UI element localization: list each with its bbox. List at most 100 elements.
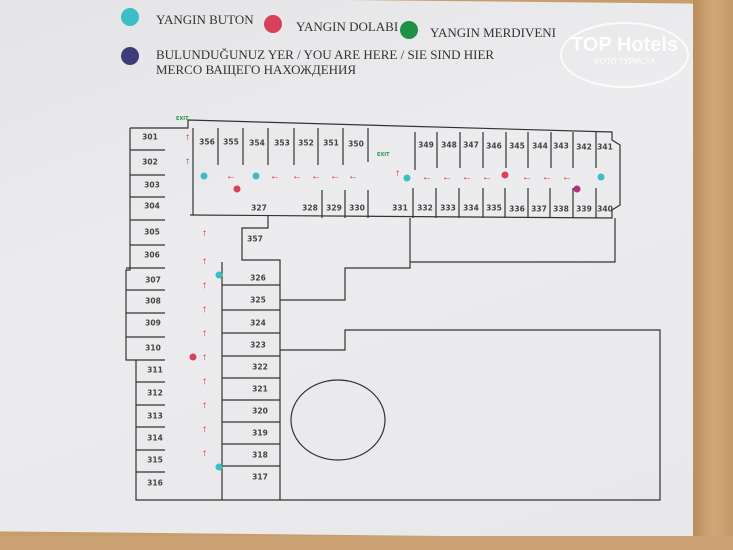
room-label-324: 324 xyxy=(250,318,266,328)
room-label-321: 321 xyxy=(252,384,268,394)
room-label-354: 354 xyxy=(249,138,265,148)
fire-cabinet-marker xyxy=(189,353,197,361)
fire-button-marker xyxy=(215,271,223,279)
evacuation-arrow: ← xyxy=(422,172,432,183)
fire-button-marker xyxy=(200,172,208,180)
room-label-317: 317 xyxy=(252,472,268,482)
evacuation-arrow: ← xyxy=(226,171,236,182)
fire-button-marker xyxy=(597,173,605,181)
room-label-326: 326 xyxy=(250,273,266,283)
fire-cabinet-marker xyxy=(233,185,241,193)
evacuation-arrow: ← xyxy=(462,172,472,183)
room-label-340: 340 xyxy=(597,204,613,214)
room-label-312: 312 xyxy=(147,388,163,398)
evacuation-arrow: ← xyxy=(562,172,572,183)
room-label-337: 337 xyxy=(531,204,547,214)
evacuation-arrow: ↑ xyxy=(185,132,190,143)
evacuation-arrow: ↑ xyxy=(202,304,207,315)
room-label-310: 310 xyxy=(145,343,161,353)
room-label-311: 311 xyxy=(147,365,163,375)
room-label-338: 338 xyxy=(553,204,569,214)
evacuation-arrow: ← xyxy=(348,171,358,182)
evacuation-arrow: ↑ xyxy=(202,376,207,387)
room-label-352: 352 xyxy=(298,138,314,148)
room-label-316: 316 xyxy=(147,478,163,488)
evacuation-arrow: ← xyxy=(270,171,280,182)
room-label-357: 357 xyxy=(247,234,263,244)
room-label-339: 339 xyxy=(576,204,592,214)
room-label-330: 330 xyxy=(349,203,365,213)
room-label-322: 322 xyxy=(252,362,268,372)
room-label-325: 325 xyxy=(250,295,266,305)
exit-sign-corridor: EXIT xyxy=(377,152,390,158)
room-label-349: 349 xyxy=(418,140,434,150)
evacuation-arrow: ↑ xyxy=(202,256,207,267)
room-label-347: 347 xyxy=(463,140,479,150)
room-label-344: 344 xyxy=(532,141,548,151)
room-label-323: 323 xyxy=(250,340,266,350)
room-label-309: 309 xyxy=(145,318,161,328)
evacuation-arrow: ← xyxy=(292,171,302,182)
evacuation-arrow: ↑ xyxy=(202,352,207,363)
evacuation-arrow: ↑ xyxy=(185,156,190,167)
room-label-355: 355 xyxy=(223,137,239,147)
evacuation-arrow: ↑ xyxy=(202,280,207,291)
room-label-331: 331 xyxy=(392,203,408,213)
room-label-332: 332 xyxy=(417,203,433,213)
room-label-315: 315 xyxy=(147,455,163,465)
evacuation-arrow: ← xyxy=(330,171,340,182)
evacuation-arrow: ↑ xyxy=(202,400,207,411)
fire-button-marker xyxy=(403,174,411,182)
exit-sign-top-left: EXIT xyxy=(176,116,189,122)
fire-button-marker xyxy=(215,463,223,471)
room-label-305: 305 xyxy=(144,227,160,237)
evacuation-arrow: ↑ xyxy=(395,168,400,179)
room-label-346: 346 xyxy=(486,141,502,151)
room-label-308: 308 xyxy=(145,296,161,306)
evacuation-arrow: ← xyxy=(311,171,321,182)
wooden-door-frame xyxy=(693,0,733,550)
room-label-353: 353 xyxy=(274,138,290,148)
legend-you-are-here-1: BULUNDUĞUNUZ YER / YOU ARE HERE / SIE SI… xyxy=(156,47,495,62)
evacuation-arrow: ← xyxy=(522,172,532,183)
evacuation-arrow: ← xyxy=(442,172,452,183)
fire-cabinet-marker xyxy=(501,171,509,179)
room-label-306: 306 xyxy=(144,250,160,260)
room-label-327: 327 xyxy=(251,203,267,213)
room-label-348: 348 xyxy=(441,140,457,150)
room-label-329: 329 xyxy=(326,203,342,213)
room-label-334: 334 xyxy=(463,203,479,213)
room-label-313: 313 xyxy=(147,411,163,421)
you-are-here-dot xyxy=(121,47,139,65)
room-label-350: 350 xyxy=(348,139,364,149)
room-label-333: 333 xyxy=(440,203,456,213)
room-label-302: 302 xyxy=(142,157,158,167)
evacuation-arrow: ← xyxy=(542,172,552,183)
room-label-336: 336 xyxy=(509,204,525,214)
wooden-floor-edge xyxy=(0,536,733,550)
room-label-303: 303 xyxy=(144,180,160,190)
room-label-320: 320 xyxy=(252,406,268,416)
evacuation-arrow: ↑ xyxy=(202,448,207,459)
room-label-335: 335 xyxy=(486,203,502,213)
fire-button-marker xyxy=(252,172,260,180)
room-label-307: 307 xyxy=(145,275,161,285)
room-label-341: 341 xyxy=(597,142,613,152)
room-label-328: 328 xyxy=(302,203,318,213)
room-label-343: 343 xyxy=(553,141,569,151)
room-label-356: 356 xyxy=(199,137,215,147)
room-label-318: 318 xyxy=(252,450,268,460)
room-label-304: 304 xyxy=(144,201,160,211)
legend-you-are-here-2: MERCO ВАЩЕГО НАХОЖДЕНИЯ xyxy=(156,62,357,77)
legend-fire-stairs: YANGIN MERDIVENI xyxy=(430,25,557,40)
room-label-301: 301 xyxy=(142,132,158,142)
room-label-342: 342 xyxy=(576,142,592,152)
room-label-314: 314 xyxy=(147,433,163,443)
fire-button-dot xyxy=(121,8,139,26)
legend-fire-cabinet: YANGIN DOLABI xyxy=(296,19,399,34)
fire-cabinet-dot xyxy=(264,15,282,33)
room-label-345: 345 xyxy=(509,141,525,151)
room-label-319: 319 xyxy=(252,428,268,438)
